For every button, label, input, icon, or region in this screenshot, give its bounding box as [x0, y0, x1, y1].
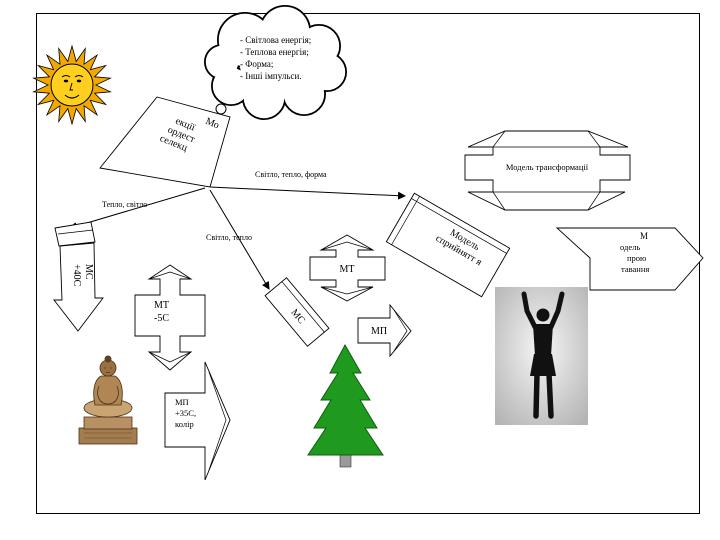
right-model-line-1: М	[640, 231, 648, 241]
mt-cold-line-2: -5С	[154, 313, 169, 324]
mp-warm-line-1: МП	[175, 397, 189, 407]
cloud-line-2: - Теплова енергія;	[240, 47, 309, 57]
mp-right-label: МП	[371, 326, 387, 337]
sun-mouth	[64, 94, 80, 99]
mp-warm-arrow: МП +35С, колір	[164, 361, 231, 481]
thought-bubble-1	[215, 103, 227, 115]
cloud-line-4: - Інші імпульси.	[240, 71, 302, 81]
mp-warm-line-2: +35С,	[175, 408, 196, 418]
tree-crown	[307, 343, 384, 456]
transformation-model-label: Модель трансформації	[506, 162, 589, 172]
sun-icon	[32, 44, 112, 126]
sun-nose	[69, 82, 73, 91]
mt-center-label: МТ	[340, 264, 355, 275]
mt-cold-line-1: МТ	[154, 300, 169, 311]
ms-warm-line-1: МС	[83, 264, 94, 280]
sun-right-eye	[76, 79, 82, 83]
silhouette-figure	[530, 308, 556, 376]
selection-model-shape: Мо екції ордест селекц	[99, 96, 231, 188]
transformation-model-arrow: Модель трансформації	[464, 130, 631, 211]
mt-center-arrow: МТ	[309, 234, 386, 302]
cloud-line-1: - Світлова енергія;	[240, 35, 311, 45]
right-model-arrow: М одель прою тавання	[555, 227, 704, 291]
flow-label-heat-light: Тепло, світло	[102, 200, 147, 209]
flow-label-light-heat: Світло, тепло	[206, 233, 252, 242]
mp-warm-line-3: колір	[175, 419, 194, 429]
flow-arrow-to-left-box	[69, 187, 206, 230]
mp-right-arrow: МП	[357, 303, 412, 358]
ms-center-box: МС	[264, 277, 330, 347]
sun-face	[50, 63, 94, 107]
ms-warm-line-2: +40С	[71, 264, 82, 287]
thought-cloud: - Світлова енергія; - Теплова енергія; -…	[204, 5, 347, 120]
flow-label-light-heat-form: Світло, тепло, форма	[255, 170, 327, 179]
buddha-statue-icon	[78, 355, 138, 445]
flow-arrow-to-ms-box	[209, 189, 270, 290]
right-model-line-2: одель	[620, 242, 640, 252]
flow-arrow-to-perception	[209, 186, 406, 200]
sun-eyebrows	[61, 75, 84, 78]
person-silhouette-icon	[495, 287, 588, 425]
right-model-line-4: тавання	[621, 264, 649, 274]
perception-model-box: Модель сприйнятт я	[385, 192, 511, 298]
ms-warm-down-arrow: МС +40С	[53, 221, 104, 332]
right-model-line-3: прою	[627, 253, 647, 263]
fir-tree-icon	[307, 343, 384, 468]
cloud-line-3: - Форма;	[240, 59, 273, 69]
mt-cold-arrow: МТ -5С	[134, 264, 206, 371]
sun-left-eye	[63, 79, 69, 83]
selection-model-line-1: Мо	[204, 116, 221, 131]
slide-frame	[36, 13, 700, 514]
